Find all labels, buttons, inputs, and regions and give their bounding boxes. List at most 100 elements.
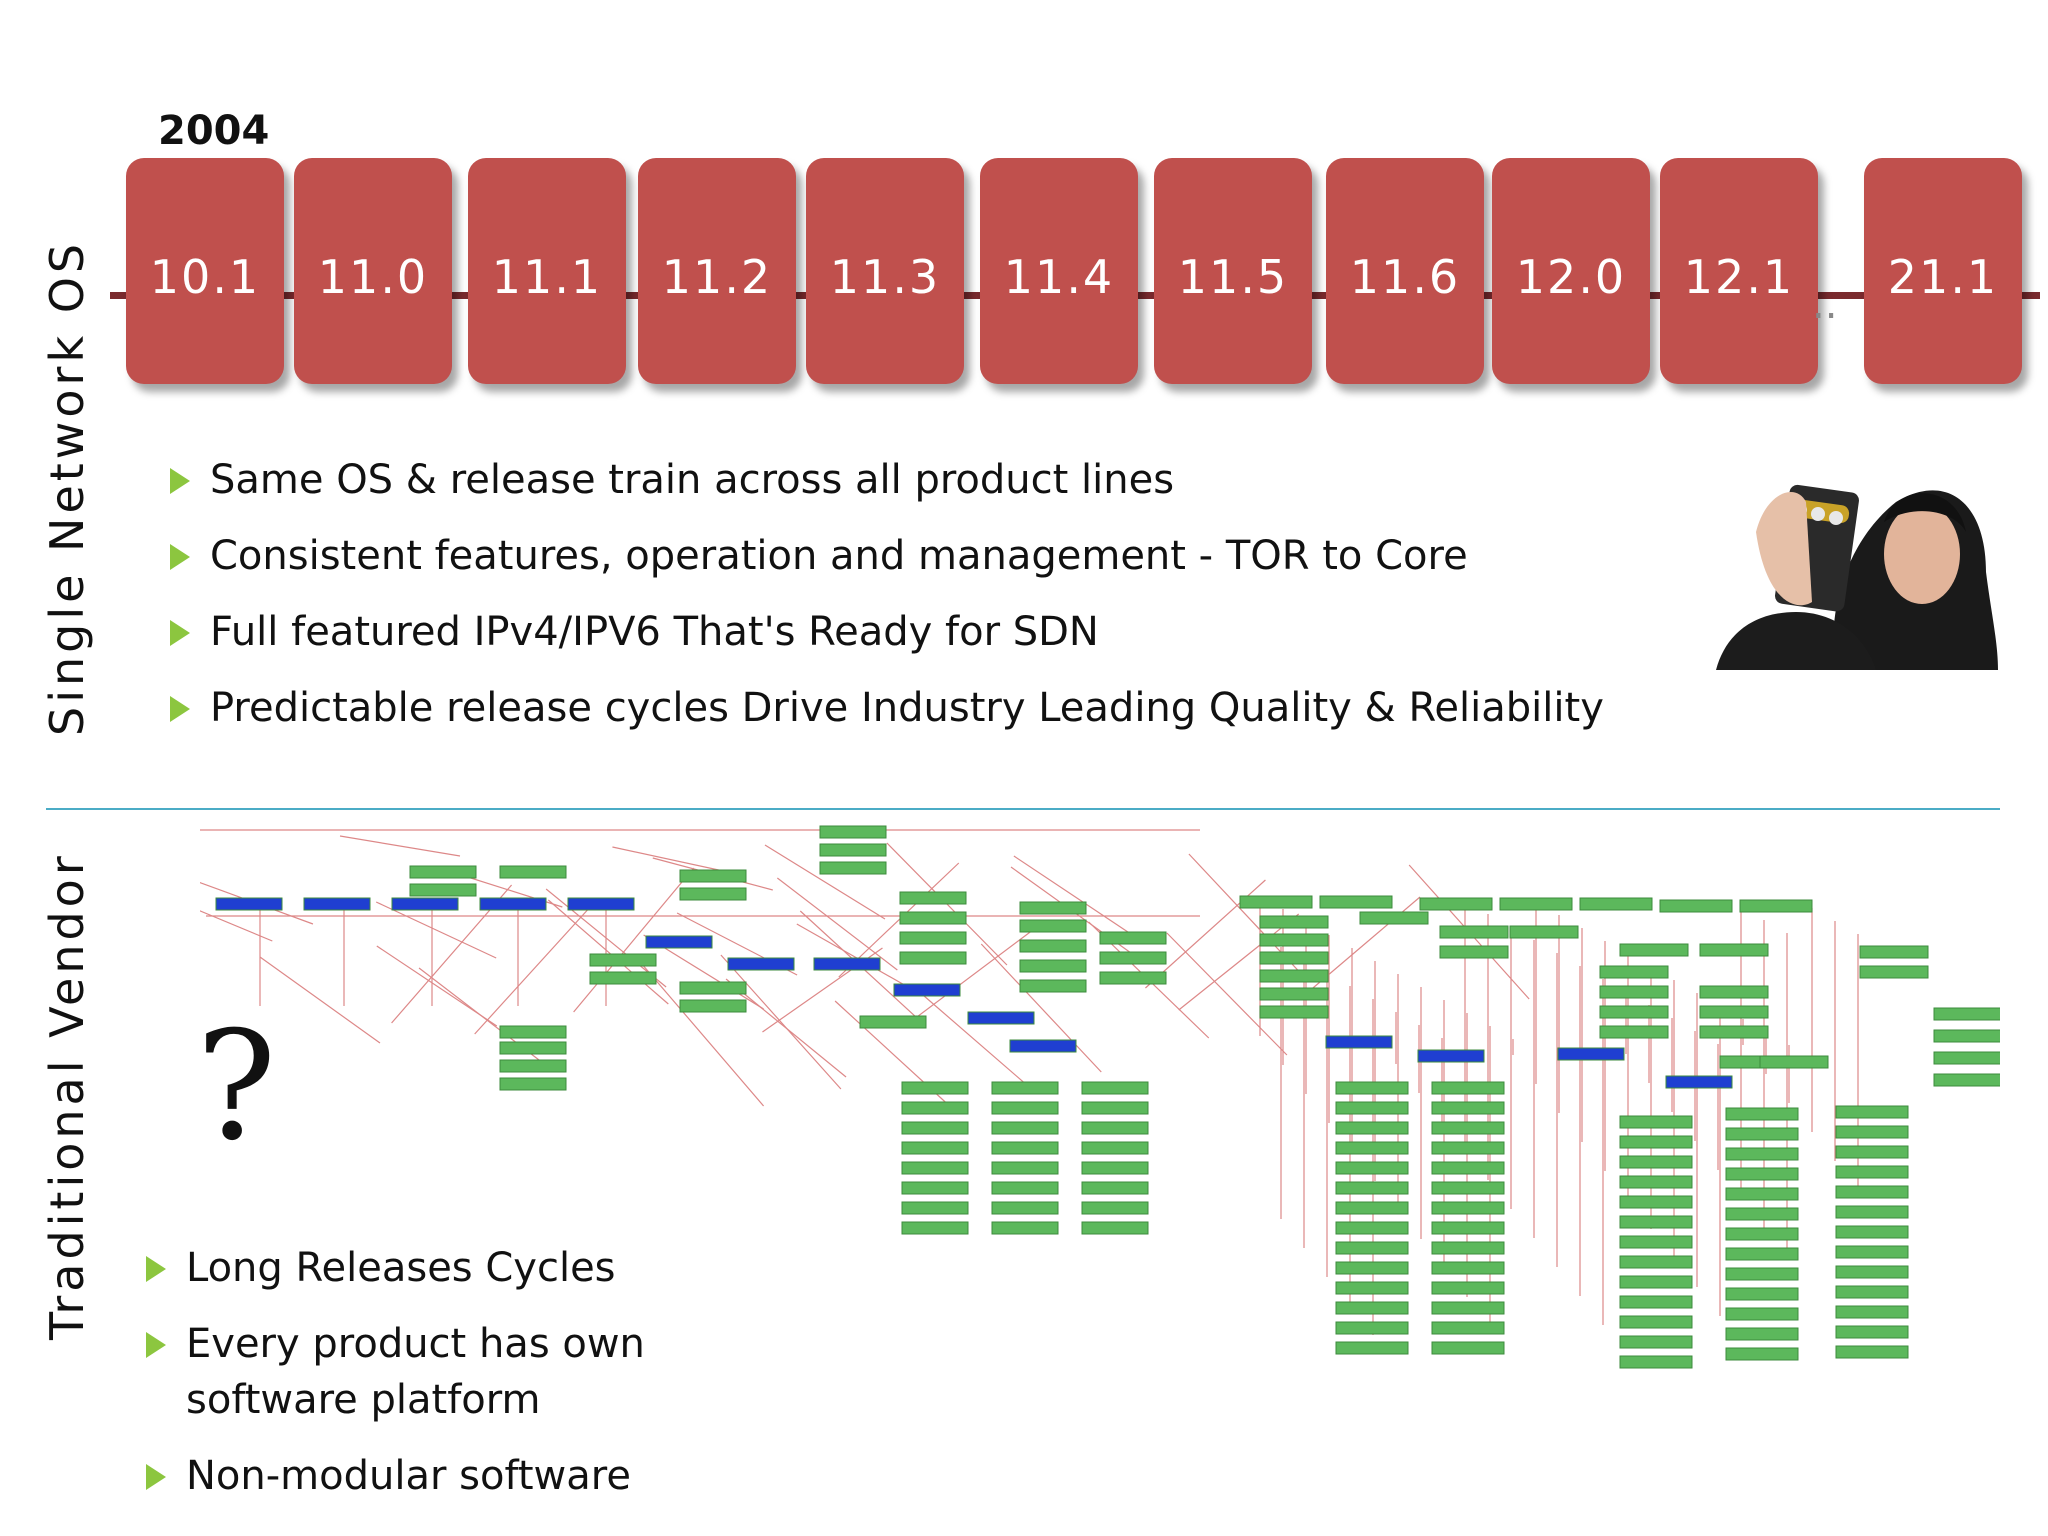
- module-node: [1439, 925, 1509, 939]
- bullet-triangle-icon: [170, 620, 190, 646]
- module-node: [901, 1081, 969, 1095]
- release-box: 11.6: [1326, 158, 1484, 384]
- connector-line: [547, 899, 669, 1005]
- module-node: [1835, 1205, 1909, 1219]
- module-node: [1359, 911, 1429, 925]
- bullet-text: Non-modular software: [186, 1453, 631, 1499]
- process-node: [1009, 1039, 1077, 1053]
- module-node: [1933, 1029, 2000, 1043]
- module-node: [1019, 901, 1087, 915]
- module-node: [1431, 1261, 1505, 1275]
- module-node: [819, 825, 887, 839]
- release-label: 10.1: [149, 250, 261, 304]
- module-node: [1019, 959, 1087, 973]
- module-node: [409, 865, 477, 879]
- top-bullet: Same OS & release train across all produ…: [170, 452, 1174, 508]
- module-node: [1739, 899, 1813, 913]
- process-node: [967, 1011, 1035, 1025]
- connector-line: [200, 910, 273, 942]
- module-node: [1431, 1341, 1505, 1355]
- module-node: [1431, 1241, 1505, 1255]
- connector-line: [339, 835, 461, 857]
- module-node: [1431, 1221, 1505, 1235]
- release-label: 11.5: [1177, 250, 1289, 304]
- module-node: [1081, 1181, 1149, 1195]
- connector-line: [1178, 913, 1300, 1011]
- module-node: [1099, 951, 1167, 965]
- module-node: [991, 1121, 1059, 1135]
- process-node: [893, 983, 961, 997]
- module-node: [1431, 1321, 1505, 1335]
- module-node: [1859, 945, 1929, 959]
- module-node: [1619, 1235, 1693, 1249]
- module-node: [1431, 1101, 1505, 1115]
- bullet-triangle-icon: [146, 1256, 166, 1282]
- release-box: 11.4: [980, 158, 1138, 384]
- release-label: 11.0: [317, 250, 429, 304]
- release-label: 11.3: [829, 250, 941, 304]
- module-node: [1619, 1295, 1693, 1309]
- module-node: [1725, 1267, 1799, 1281]
- module-node: [859, 1015, 927, 1029]
- module-node: [679, 869, 747, 883]
- module-node: [1619, 1215, 1693, 1229]
- module-node: [1019, 939, 1087, 953]
- module-node: [991, 1101, 1059, 1115]
- module-node: [1835, 1245, 1909, 1259]
- module-node: [1725, 1247, 1799, 1261]
- module-node: [1619, 1255, 1693, 1269]
- module-node: [1619, 943, 1689, 957]
- module-node: [901, 1181, 969, 1195]
- bullet-triangle-icon: [170, 696, 190, 722]
- module-node: [1933, 1007, 2000, 1021]
- module-node: [1431, 1181, 1505, 1195]
- module-node: [1335, 1281, 1409, 1295]
- module-node: [1081, 1161, 1149, 1175]
- module-node: [499, 1041, 567, 1055]
- module-node: [1835, 1145, 1909, 1159]
- module-node: [1933, 1073, 2000, 1087]
- module-node: [1835, 1125, 1909, 1139]
- connector-line: [720, 954, 842, 1090]
- module-node: [1081, 1081, 1149, 1095]
- module-node: [991, 1221, 1059, 1235]
- process-node: [391, 897, 459, 911]
- bullet-text: Full featured IPv4/IPV6 That's Ready for…: [210, 609, 1099, 655]
- module-node: [1699, 1025, 1769, 1039]
- module-node: [1335, 1301, 1409, 1315]
- module-node: [1431, 1081, 1505, 1095]
- module-node: [1431, 1201, 1505, 1215]
- module-node: [1699, 943, 1769, 957]
- process-node: [1417, 1049, 1485, 1063]
- module-node: [1725, 1347, 1799, 1361]
- module-node: [1099, 971, 1167, 985]
- release-label: 11.4: [1003, 250, 1115, 304]
- module-node: [1081, 1101, 1149, 1115]
- release-label: 11.6: [1349, 250, 1461, 304]
- bullet-triangle-icon: [170, 544, 190, 570]
- module-node: [1319, 895, 1393, 909]
- release-label: 11.2: [661, 250, 773, 304]
- module-node: [1619, 1135, 1693, 1149]
- module-node: [1725, 1327, 1799, 1341]
- connector-line: [643, 965, 765, 1107]
- module-node: [1431, 1161, 1505, 1175]
- module-node: [1725, 1207, 1799, 1221]
- module-node: [1699, 985, 1769, 999]
- module-node: [1099, 931, 1167, 945]
- module-node: [1431, 1121, 1505, 1135]
- module-node: [1081, 1201, 1149, 1215]
- module-node: [1835, 1285, 1909, 1299]
- module-node: [499, 1059, 567, 1073]
- module-node: [991, 1181, 1059, 1195]
- process-node: [727, 957, 795, 971]
- module-node: [1259, 951, 1329, 965]
- module-node: [1725, 1107, 1799, 1121]
- process-node: [813, 957, 881, 971]
- connector-line: [545, 888, 667, 988]
- module-node: [1431, 1141, 1505, 1155]
- bullet-text: Every product has own software platform: [186, 1321, 645, 1423]
- traditional-vendor-label: Traditional Vendor: [40, 852, 94, 1340]
- connector-line: [776, 877, 898, 971]
- module-node: [1239, 895, 1313, 909]
